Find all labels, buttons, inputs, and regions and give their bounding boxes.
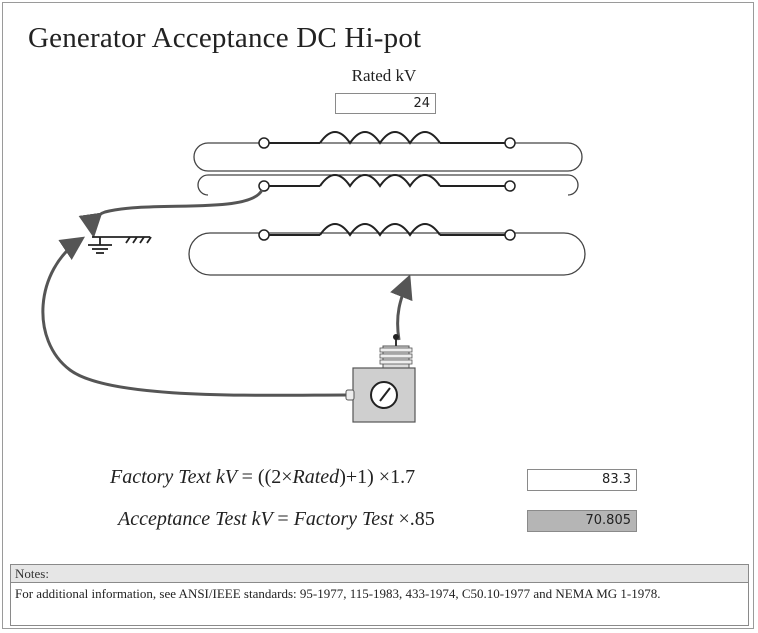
- factory-formula-rated: Rated: [292, 466, 340, 488]
- acceptance-test-kv-output[interactable]: 70.805: [527, 510, 637, 532]
- notes-text: For additional information, see ANSI/IEE…: [15, 586, 661, 601]
- acceptance-formula-times: ×: [398, 508, 410, 530]
- factory-test-kv-output[interactable]: 83.3: [527, 469, 637, 491]
- return-lead: [41, 236, 349, 397]
- factory-test-formula: Factory Text kV = ((2×Rated)+1) ×1.7: [110, 466, 415, 489]
- terminal-circles: [258, 137, 516, 241]
- factory-formula-open: ((2: [257, 466, 282, 488]
- acceptance-test-formula: Acceptance Test kV = Factory Test ×.85: [118, 508, 435, 531]
- winding-loop-2: [197, 174, 579, 196]
- ground-lead: [78, 189, 264, 238]
- rated-kv-label: Rated kV: [351, 66, 417, 85]
- factory-formula-times1: ×: [281, 466, 293, 488]
- hv-lead: [390, 274, 413, 341]
- rated-kv-input[interactable]: 24: [335, 93, 436, 114]
- factory-formula-eq: =: [241, 466, 253, 488]
- ground-icon: [88, 236, 152, 254]
- page-title: Generator Acceptance DC Hi-pot: [28, 22, 422, 54]
- winding-loop-1: [193, 142, 583, 172]
- factory-formula-lhs: Factory Text kV: [110, 466, 237, 488]
- notes-panel: Notes: For additional information, see A…: [10, 564, 749, 626]
- factory-formula-factor: 1.7: [390, 466, 416, 488]
- factory-formula-close: )+1): [339, 466, 374, 488]
- acceptance-formula-factor: .85: [409, 508, 435, 530]
- notes-heading: Notes:: [11, 565, 748, 583]
- generator-winding-diagram: [41, 131, 586, 423]
- hipot-tester-icon: [345, 334, 416, 423]
- acceptance-formula-eq: =: [277, 508, 289, 530]
- acceptance-formula-rhs: Factory Test: [293, 508, 394, 530]
- winding-coil-icon: [268, 131, 506, 237]
- factory-formula-times2: ×: [378, 466, 391, 488]
- winding-loop-3: [188, 232, 586, 276]
- acceptance-formula-lhs: Acceptance Test kV: [118, 508, 273, 530]
